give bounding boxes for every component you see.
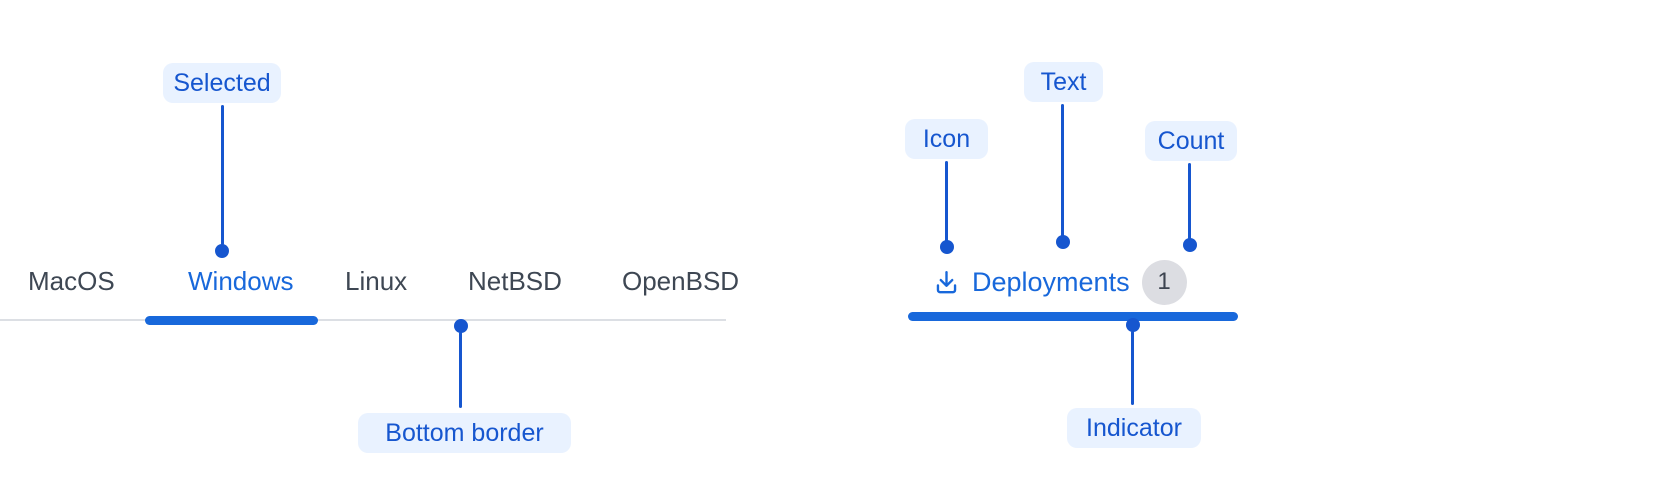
connector-line-count [1188,163,1191,240]
connector-dot-selected [215,244,229,258]
count-badge: 1 [1141,259,1187,305]
connector-line-icon [945,161,948,242]
tab-deployments[interactable]: Deployments 1 [933,257,1187,307]
connector-dot-count [1183,238,1197,252]
tab-netbsd[interactable]: NetBSD [468,266,562,296]
selected-tab-underline [145,316,318,325]
download-icon [936,270,957,293]
annotation-count: Count [1145,121,1237,161]
annotation-bottom-border: Bottom border [358,413,571,453]
selected-tab-indicator [908,312,1238,321]
connector-line-indicator [1131,331,1134,405]
tab-linux[interactable]: Linux [345,266,408,296]
tab-windows[interactable]: Windows [188,266,294,296]
connector-dot-icon [940,240,954,254]
connector-line-selected [221,105,224,245]
annotation-selected: Selected [163,63,281,103]
tab-openbsd[interactable]: OpenBSD [622,266,740,296]
connector-dot-indicator [1126,318,1140,332]
connector-line-bottom-border [459,332,462,408]
connector-dot-text [1056,235,1070,249]
tab-macos[interactable]: MacOS [28,266,115,296]
annotation-icon: Icon [905,119,988,159]
annotation-text: Text [1024,62,1103,102]
tab-bar-bottom-border [0,319,726,321]
connector-dot-bottom-border [454,319,468,333]
annotation-indicator: Indicator [1067,408,1201,448]
tab-label: Deployments [972,266,1130,297]
connector-line-text [1061,104,1064,237]
